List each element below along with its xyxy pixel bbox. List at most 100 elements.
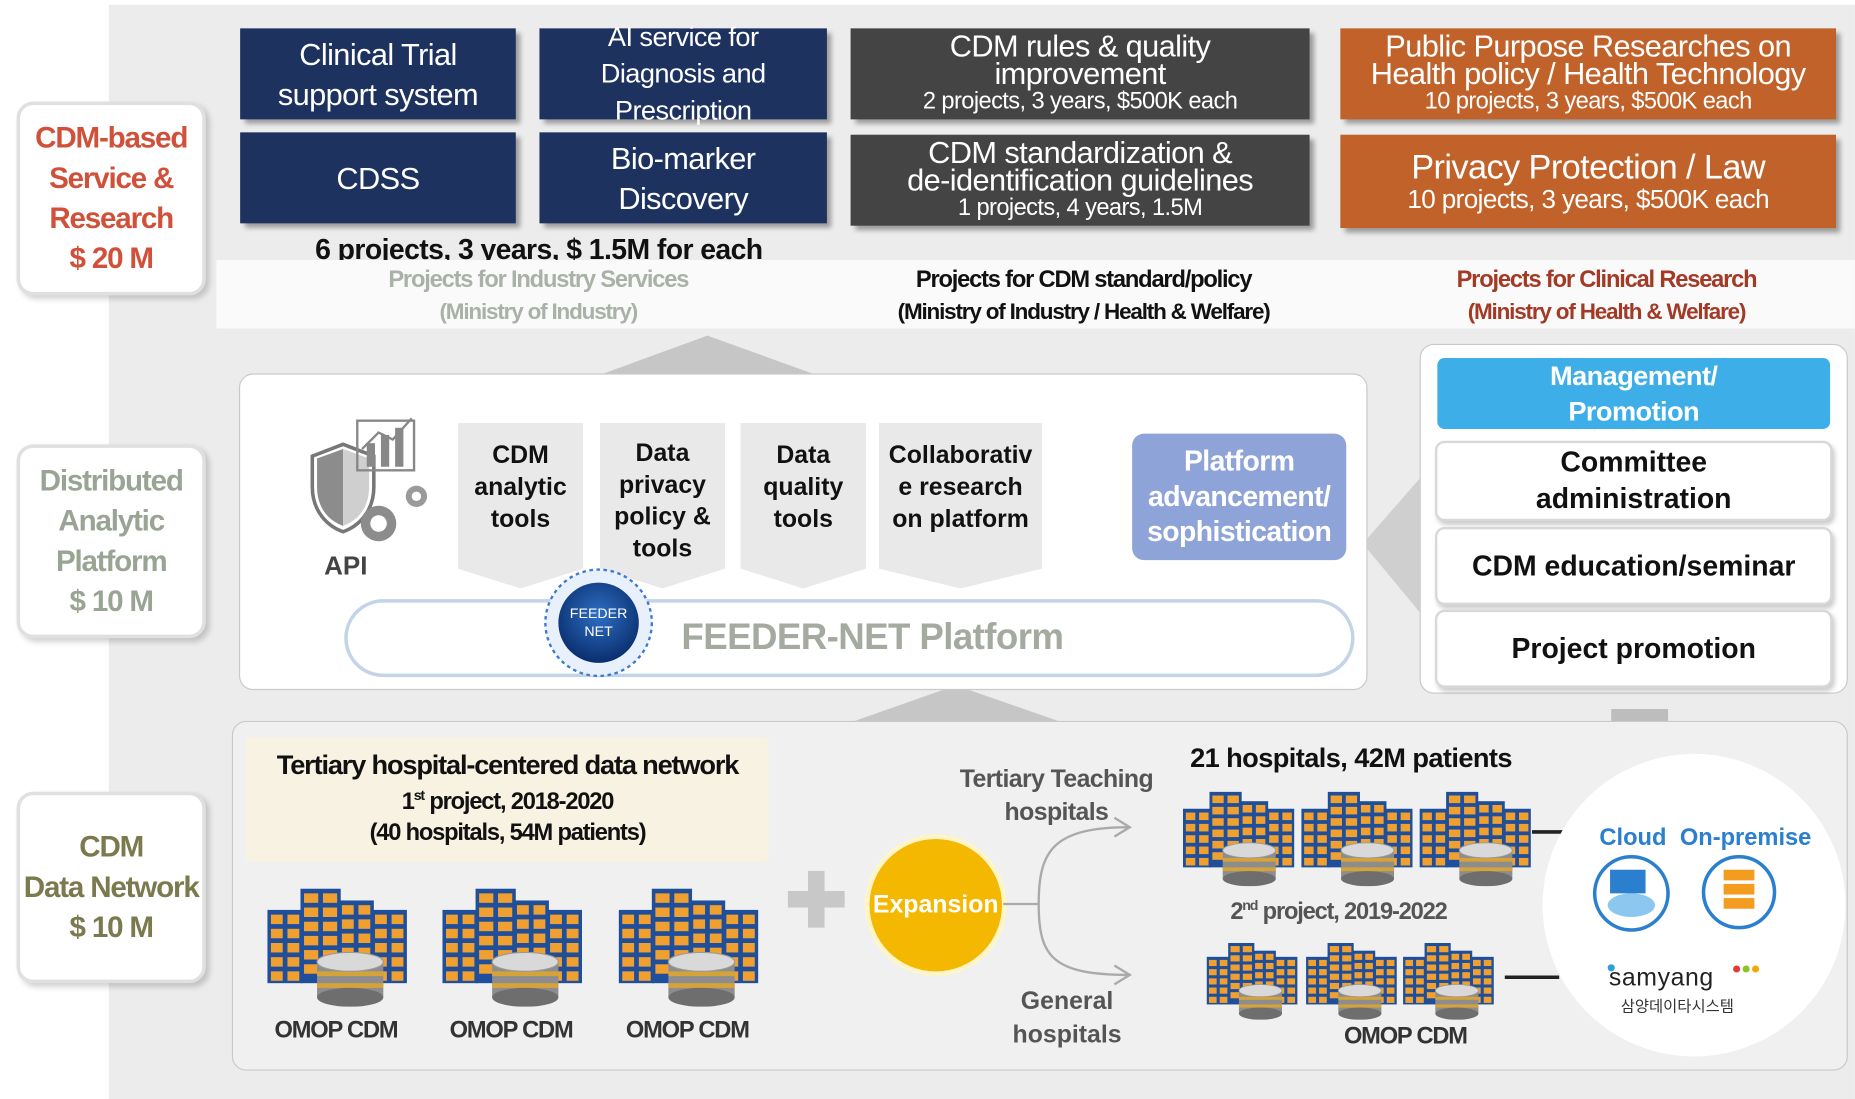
server-database-icon bbox=[1206, 943, 1298, 1020]
tool-line: tools bbox=[773, 505, 833, 533]
project-period-text: project, 2019-2022 bbox=[1257, 898, 1448, 925]
label-line: $ 10 M bbox=[69, 584, 155, 619]
server-database-icon bbox=[267, 888, 407, 1007]
left-arrow-to-platform bbox=[1362, 478, 1420, 613]
branch-upper bbox=[1003, 826, 1130, 906]
tool-label: Data privacy policy & tools bbox=[614, 437, 711, 565]
caption-industry: Projects for Industry Services (Ministry… bbox=[302, 265, 775, 329]
second-headline: 21 hospitals, 42M patients bbox=[1190, 742, 1512, 773]
project-period-text: project, 2018-2020 bbox=[423, 788, 614, 815]
ordinal-suffix: st bbox=[413, 787, 425, 804]
label-line: General bbox=[1020, 987, 1114, 1016]
tool-label: CDM analytic tools bbox=[474, 440, 567, 536]
box-privacy-law: Privacy Protection / Law 10 projects, 3 … bbox=[1340, 134, 1837, 229]
label-line: Platform bbox=[55, 544, 168, 578]
box-line: sophistication bbox=[1147, 515, 1332, 548]
server-database-icon bbox=[1403, 943, 1494, 1020]
deployment-circle bbox=[1542, 753, 1846, 1057]
caption-band bbox=[216, 259, 1855, 329]
tool-line: e research bbox=[898, 473, 1023, 502]
box-cdm-standardization: CDM standardization & de-identification … bbox=[850, 134, 1310, 226]
tool-line: quality bbox=[763, 473, 844, 502]
first-project-box bbox=[246, 737, 769, 862]
onprem-label: On-premise bbox=[1679, 824, 1812, 851]
platform-advancement-box: Platform advancement/ sophistication bbox=[1132, 433, 1347, 561]
tool-line: CDM bbox=[492, 441, 549, 470]
box-cdm-rules: CDM rules & quality improvement 2 projec… bbox=[850, 27, 1310, 120]
company-korean-name: 삼양데이타시스템 bbox=[1620, 997, 1734, 1016]
arrowhead bbox=[1113, 964, 1133, 986]
label-cdm-data-network: CDM Data Network $ 10 M bbox=[16, 791, 206, 984]
caption-clinical: Projects for Clinical Research (Ministry… bbox=[1370, 265, 1843, 329]
tool-line: privacy bbox=[618, 471, 706, 499]
box-detail: 1 projects, 4 years, 1.5M bbox=[957, 194, 1203, 221]
company-logo-text: samyang bbox=[1608, 964, 1714, 992]
management-header: Management/ Promotion bbox=[1437, 358, 1831, 429]
label-line: Data Network bbox=[23, 870, 200, 905]
feedernet-logo-icon bbox=[544, 568, 654, 678]
caption-line: (Ministry of Industry) bbox=[439, 300, 639, 325]
box-title: improvement bbox=[994, 54, 1166, 91]
committee-administration: Committee administration bbox=[1434, 440, 1833, 522]
cdm-education-seminar: CDM education/seminar bbox=[1434, 527, 1833, 606]
box-line: Platform bbox=[1183, 444, 1295, 477]
arrowhead bbox=[1113, 816, 1133, 838]
project-promotion: Project promotion bbox=[1434, 609, 1833, 688]
box-public-purpose: Public Purpose Researches on Health poli… bbox=[1340, 28, 1837, 120]
api-label: API bbox=[324, 550, 368, 581]
ordinal-number: 2 bbox=[1230, 898, 1243, 925]
box-title: Privacy Protection / Law bbox=[1411, 148, 1766, 187]
label-line: $ 10 M bbox=[69, 911, 155, 945]
header-line: Promotion bbox=[1568, 395, 1700, 427]
box-line: Bio-marker bbox=[610, 140, 756, 176]
server-rack-icon bbox=[1701, 854, 1777, 930]
tool-line: Data bbox=[776, 441, 831, 470]
box-line: advancement/ bbox=[1148, 480, 1331, 513]
ordinal-number: 1 bbox=[401, 788, 415, 815]
box-line: Diagnosis and bbox=[600, 57, 766, 89]
server-database-icon bbox=[442, 888, 583, 1007]
box-title: Health policy / Health Technology bbox=[1370, 54, 1806, 91]
tool-line: on platform bbox=[892, 505, 1029, 533]
caption-line: Projects for CDM standard/policy bbox=[915, 267, 1253, 294]
tool-line: policy & bbox=[614, 503, 711, 531]
server-database-icon bbox=[1306, 943, 1397, 1020]
api-icon-cluster bbox=[310, 417, 428, 542]
expansion-circle: Expansion bbox=[869, 839, 1003, 972]
first-project-detail: (40 hospitals, 54M patients) bbox=[369, 820, 647, 847]
caption-line: (Ministry of Health & Welfare) bbox=[1467, 300, 1747, 325]
general-hospitals-label: General hospitals bbox=[994, 986, 1141, 1052]
plus-icon bbox=[787, 870, 845, 928]
tool-cdm-analytic: CDM analytic tools bbox=[457, 423, 584, 589]
label-distributed-platform: Distributed Analytic Platform $ 10 M bbox=[16, 444, 206, 639]
omop-label: OMOP CDM bbox=[1343, 1023, 1468, 1050]
label-line: CDM bbox=[79, 830, 144, 864]
first-project-period: 1st project, 2018-2020 bbox=[246, 787, 769, 816]
shield-icon bbox=[310, 442, 376, 534]
label-line: Service & bbox=[49, 161, 174, 195]
server-database-icon bbox=[1183, 791, 1295, 887]
feedernet-logo-text: FEEDER NET bbox=[543, 605, 654, 640]
box-detail: 10 projects, 3 years, $500K each bbox=[1407, 183, 1769, 214]
tool-label: Data quality tools bbox=[763, 440, 843, 536]
logo-line: FEEDER bbox=[569, 605, 628, 622]
branch-lower bbox=[1037, 904, 1130, 977]
box-title: CDM standardization & bbox=[928, 134, 1233, 170]
box-title: CDM rules & quality bbox=[949, 27, 1211, 64]
box-cdss: CDSS bbox=[240, 132, 516, 224]
server-database-icon bbox=[1419, 791, 1532, 887]
box-detail: 10 projects, 3 years, $500K each bbox=[1424, 88, 1753, 115]
feedernet-name: FEEDER-NET Platform bbox=[681, 615, 1064, 658]
cloud-label: Cloud bbox=[1599, 824, 1667, 851]
gear-icon bbox=[360, 485, 428, 542]
box-title: de-identification guidelines bbox=[907, 161, 1254, 197]
company-logo-dots bbox=[1607, 964, 1760, 973]
first-project-title: Tertiary hospital-centered data network bbox=[276, 749, 740, 780]
label-line: $ 20 M bbox=[69, 242, 155, 276]
tool-collaborative-research: Collaborativ e research on platform bbox=[878, 423, 1043, 589]
label-line: Tertiary Teaching bbox=[959, 765, 1154, 793]
omop-label: OMOP CDM bbox=[449, 1017, 574, 1044]
tool-data-privacy: Data privacy policy & tools bbox=[599, 423, 726, 589]
server-database-icon bbox=[618, 888, 759, 1007]
